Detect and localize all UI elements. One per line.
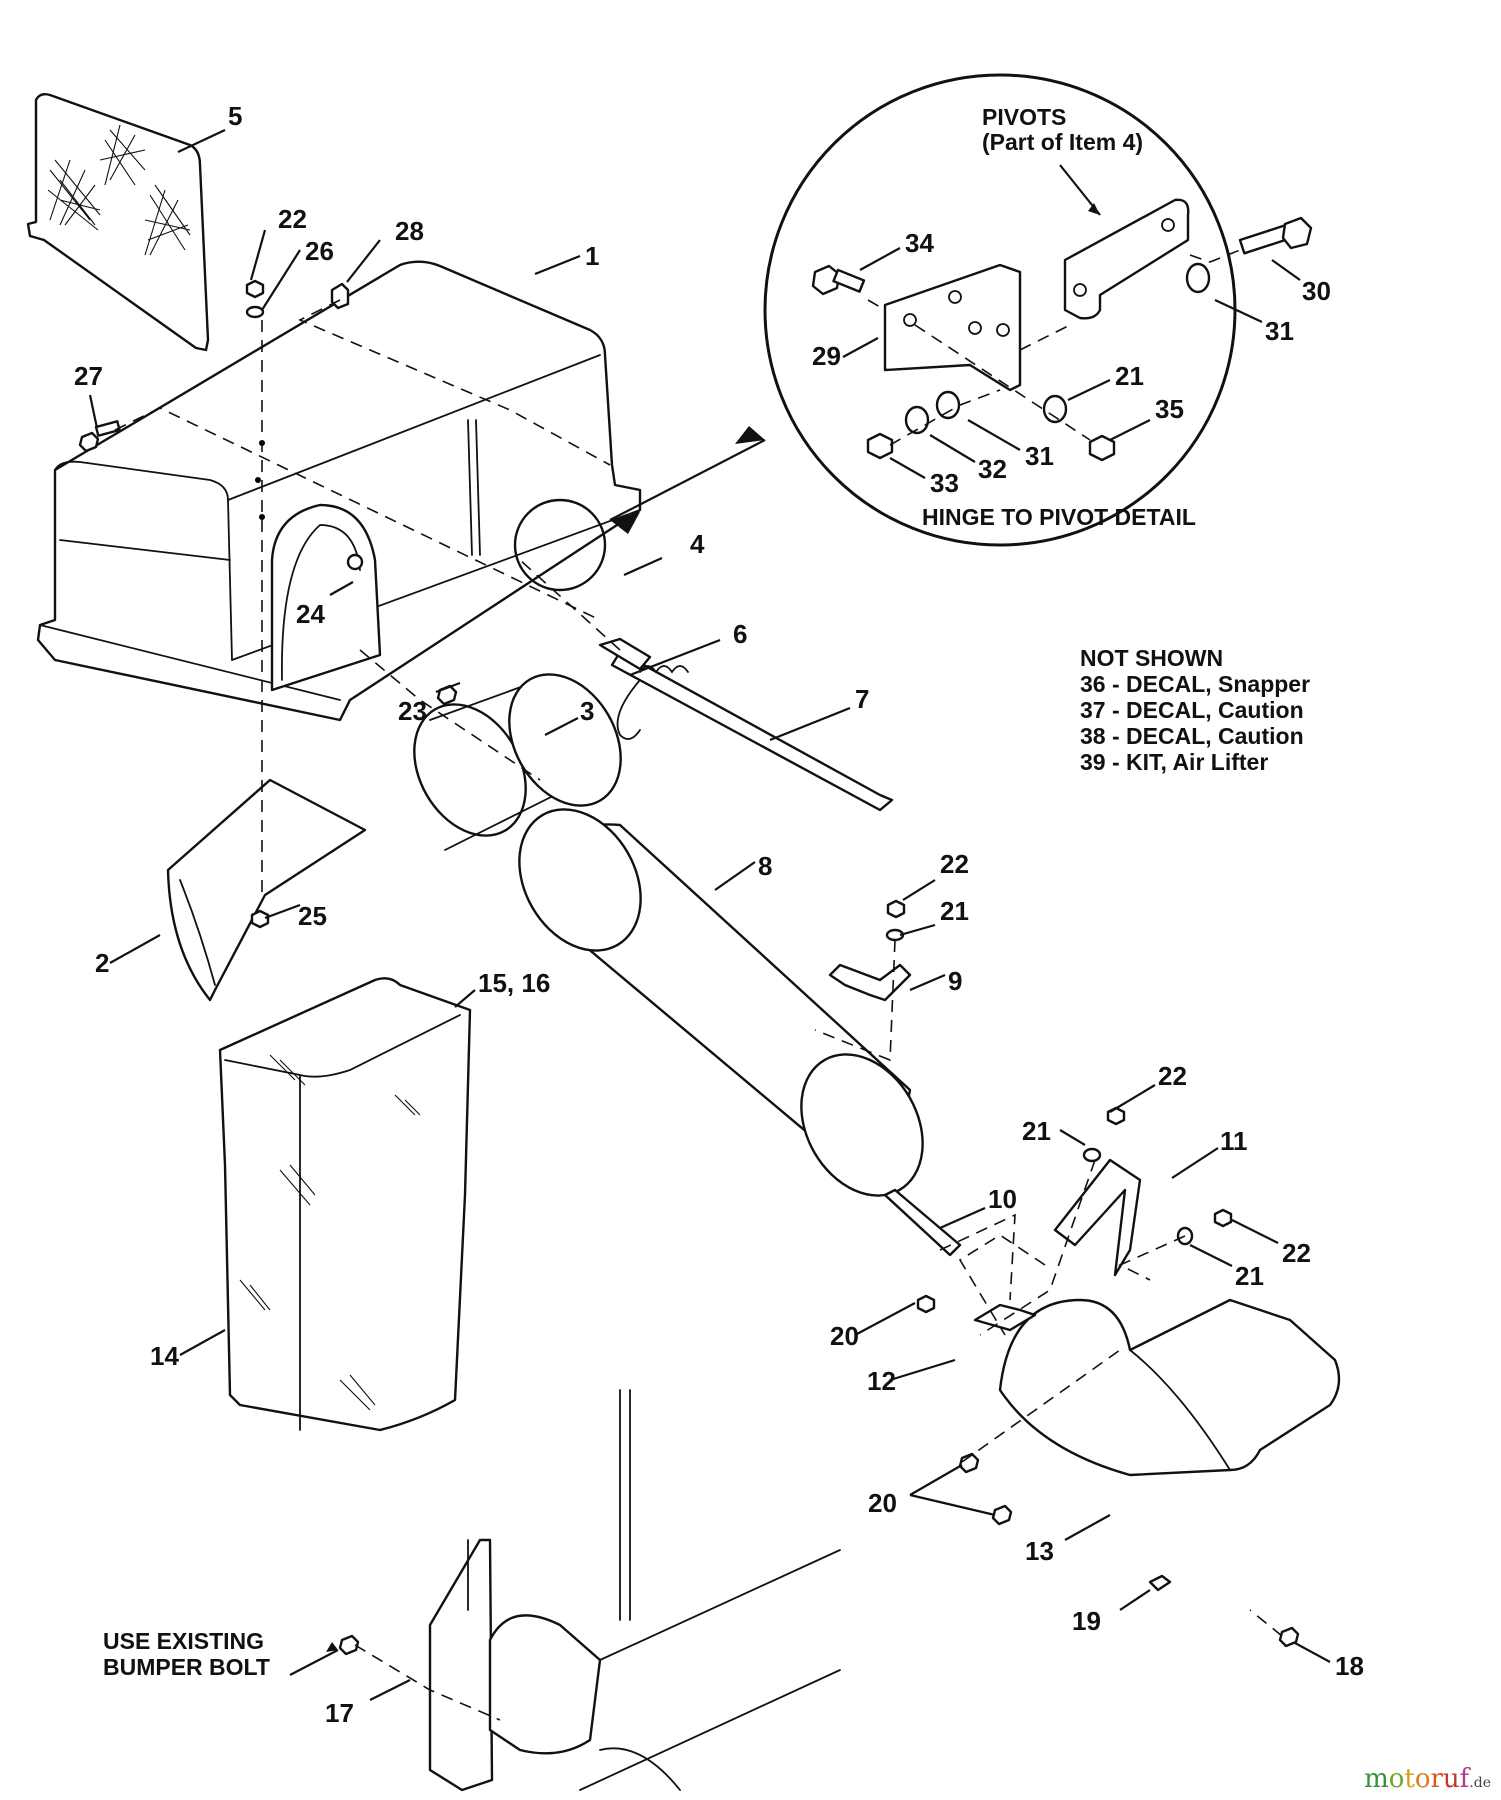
small-brackets [828, 963, 1142, 1332]
callout-31b: 31 [1025, 441, 1054, 471]
callout-22b: 22 [940, 849, 969, 879]
callout-8: 8 [758, 851, 772, 881]
callout-11: 11 [1220, 1126, 1248, 1156]
callout-19: 19 [1072, 1606, 1101, 1636]
bumper-note-line1: USE EXISTING [103, 1628, 265, 1654]
callout-23: 23 [398, 696, 427, 726]
watermark-text: motoruf [1364, 1764, 1469, 1794]
not-shown-item: 38 - DECAL, Caution [1080, 723, 1304, 749]
callout-10: 10 [988, 1184, 1017, 1214]
callout-35: 35 [1155, 394, 1184, 424]
part-3-ring [413, 673, 622, 851]
bumper-bolt-note: USE EXISTING BUMPER BOLT [103, 1628, 270, 1680]
callout-28: 28 [395, 216, 424, 246]
callout-3: 3 [580, 696, 594, 726]
part-14-bag [218, 977, 472, 1432]
callout-22d: 22 [1282, 1238, 1311, 1268]
callout-21c: 21 [1022, 1116, 1051, 1146]
callout-7: 7 [855, 684, 869, 714]
not-shown-title: NOT SHOWN [1080, 645, 1224, 671]
callout-20a: 20 [830, 1321, 859, 1351]
callout-17: 17 [325, 1698, 354, 1728]
part-17-hitch-bracket [428, 1389, 841, 1792]
callout-22c: 22 [1158, 1061, 1187, 1091]
part-5-screen [26, 92, 210, 352]
part-2-deflector [166, 778, 367, 1002]
callout-34: 34 [905, 228, 934, 258]
watermark-tld: .de [1469, 1775, 1491, 1791]
callout-4: 4 [690, 529, 705, 559]
not-shown-item: 36 - DECAL, Snapper [1080, 671, 1311, 697]
callout-12: 12 [867, 1366, 896, 1396]
bumper-note-line2: BUMPER BOLT [103, 1654, 270, 1680]
watermark-letter: t [1404, 1764, 1415, 1794]
part-1-housing [36, 260, 642, 722]
callout-29: 29 [812, 341, 841, 371]
callout-30: 30 [1302, 276, 1331, 306]
callout-21d: 21 [1235, 1261, 1264, 1291]
watermark-letter: o [1388, 1764, 1405, 1794]
callout-24: 24 [296, 599, 325, 629]
callout-22: 22 [278, 204, 307, 234]
callout-25: 25 [298, 901, 327, 931]
pivots-title: PIVOTS [982, 104, 1066, 130]
callout-2: 2 [95, 948, 109, 978]
not-shown-item: 39 - KIT, Air Lifter [1080, 749, 1269, 775]
callout-18: 18 [1335, 1651, 1364, 1681]
not-shown-list: NOT SHOWN 36 - DECAL, Snapper 37 - DECAL… [1080, 645, 1310, 775]
watermark-letter: f [1459, 1764, 1470, 1794]
watermark-logo: motoruf.de [1364, 1764, 1491, 1794]
watermark-letter: u [1442, 1764, 1460, 1794]
part-7-rod [598, 637, 894, 812]
callouts: 1 5 22 26 28 27 4 6 7 3 24 23 8 2 25 15,… [74, 101, 1364, 1728]
not-shown-item: 37 - DECAL, Caution [1080, 697, 1304, 723]
callout-5: 5 [228, 101, 242, 131]
part-8-tube [518, 808, 924, 1197]
callout-9: 9 [948, 966, 962, 996]
callout-26: 26 [305, 236, 334, 266]
callout-32: 32 [978, 454, 1007, 484]
watermark-letter: r [1430, 1764, 1443, 1794]
callout-13: 13 [1025, 1536, 1054, 1566]
watermark-letter: m [1364, 1764, 1389, 1794]
pivots-subtitle: (Part of Item 4) [982, 129, 1143, 155]
callout-33: 33 [930, 468, 959, 498]
callout-27: 27 [74, 361, 103, 391]
callout-15-16: 15, 16 [478, 968, 550, 998]
callout-21b: 21 [940, 896, 969, 926]
assembly-lines [114, 299, 1283, 1721]
callout-20b: 20 [868, 1488, 897, 1518]
detail-caption: HINGE TO PIVOT DETAIL [922, 504, 1196, 530]
callout-31a: 31 [1265, 316, 1294, 346]
callout-14: 14 [150, 1341, 179, 1371]
part-13-chute [998, 1298, 1341, 1477]
detail-hinge-to-pivot [513, 73, 1313, 592]
watermark-letter: o [1414, 1764, 1431, 1794]
callout-21a: 21 [1115, 361, 1144, 391]
leader-lines [88, 129, 1331, 1701]
callout-6: 6 [733, 619, 747, 649]
callout-1: 1 [585, 241, 599, 271]
